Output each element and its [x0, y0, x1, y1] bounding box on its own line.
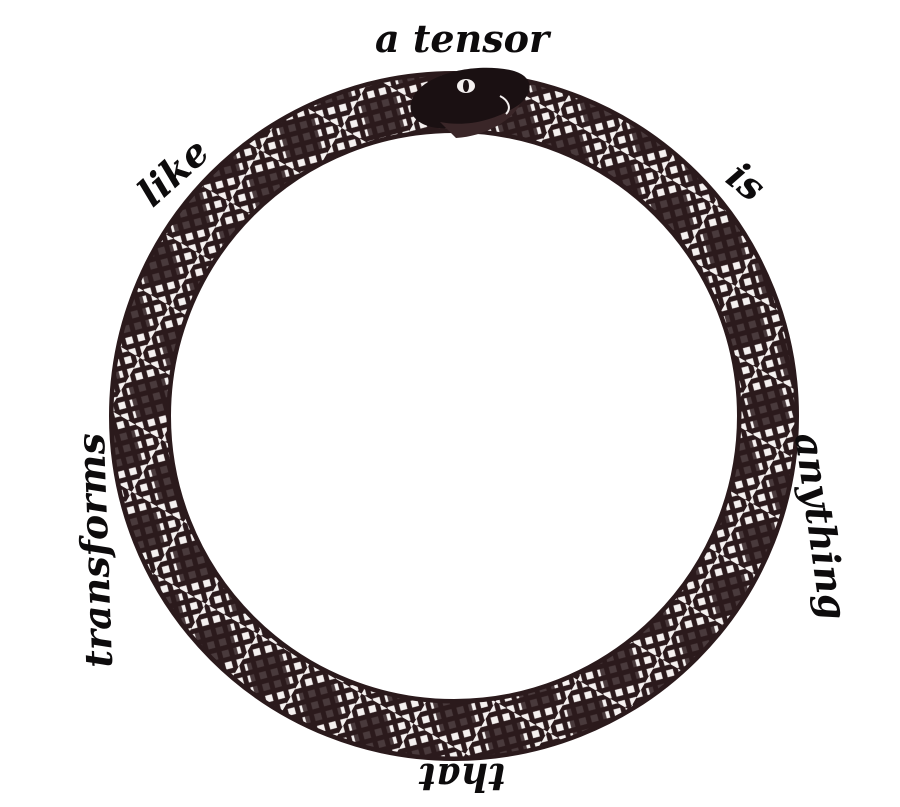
word-right-upper: is [718, 153, 774, 211]
word-top: a tensor [375, 16, 552, 61]
ouroboros-snake-icon [109, 67, 799, 761]
snake-head [410, 67, 530, 138]
word-bottom: that [418, 755, 506, 800]
snake-body-scales [113, 75, 795, 757]
word-right: anything [786, 430, 857, 623]
word-left: transforms [68, 432, 121, 668]
